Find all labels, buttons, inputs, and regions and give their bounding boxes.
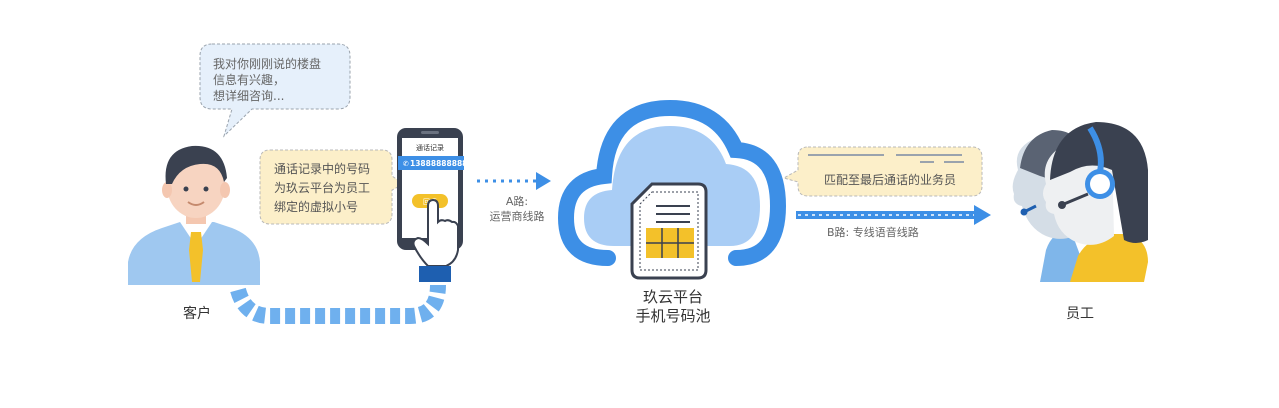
route-b-label: B路: 专线语音线路 bbox=[827, 225, 919, 239]
platform-label-1: 玖云平台 bbox=[643, 288, 703, 306]
platform-label-2: 手机号码池 bbox=[635, 307, 710, 325]
bubble-line-1: 我对你刚刚说的楼盘 bbox=[213, 56, 321, 71]
customer-label: 客户 bbox=[183, 305, 211, 322]
customer-figure bbox=[128, 145, 260, 285]
connection-cable bbox=[230, 284, 446, 324]
route-a-label-1: A路: bbox=[506, 195, 528, 208]
route-b-arrow bbox=[796, 205, 991, 225]
agent-figures bbox=[1012, 122, 1148, 282]
agent-label: 员工 bbox=[1066, 306, 1094, 322]
note-line-3: 绑定的虚拟小号 bbox=[274, 199, 358, 214]
note-line-1: 通话记录中的号码 bbox=[274, 161, 370, 176]
agent-bubble-text: 匹配至最后通话的业务员 bbox=[824, 172, 956, 187]
phone-number: 13888888888 bbox=[410, 159, 467, 168]
sim-card-icon bbox=[630, 182, 708, 280]
bubble-line-3: 想详细咨询... bbox=[213, 88, 284, 103]
customer-speech-bubble: 我对你刚刚说的楼盘 信息有兴趣， 想详细咨询... bbox=[199, 43, 351, 138]
route-a-label-2: 运营商线路 bbox=[490, 209, 545, 223]
hand-icon bbox=[412, 198, 459, 282]
bubble-line-2: 信息有兴趣， bbox=[213, 72, 285, 87]
note-line-2: 为玖云平台为员工 bbox=[274, 180, 370, 195]
phone-icon: ✆ bbox=[403, 160, 409, 168]
route-a-arrow bbox=[477, 172, 551, 190]
virtual-number-note: 通话记录中的号码 为玖云平台为员工 绑定的虚拟小号 bbox=[259, 149, 405, 225]
phone-header: 通话记录 bbox=[416, 143, 444, 152]
phone-number-row[interactable] bbox=[398, 156, 464, 170]
agent-match-bubble: 匹配至最后通话的业务员 bbox=[782, 146, 983, 197]
